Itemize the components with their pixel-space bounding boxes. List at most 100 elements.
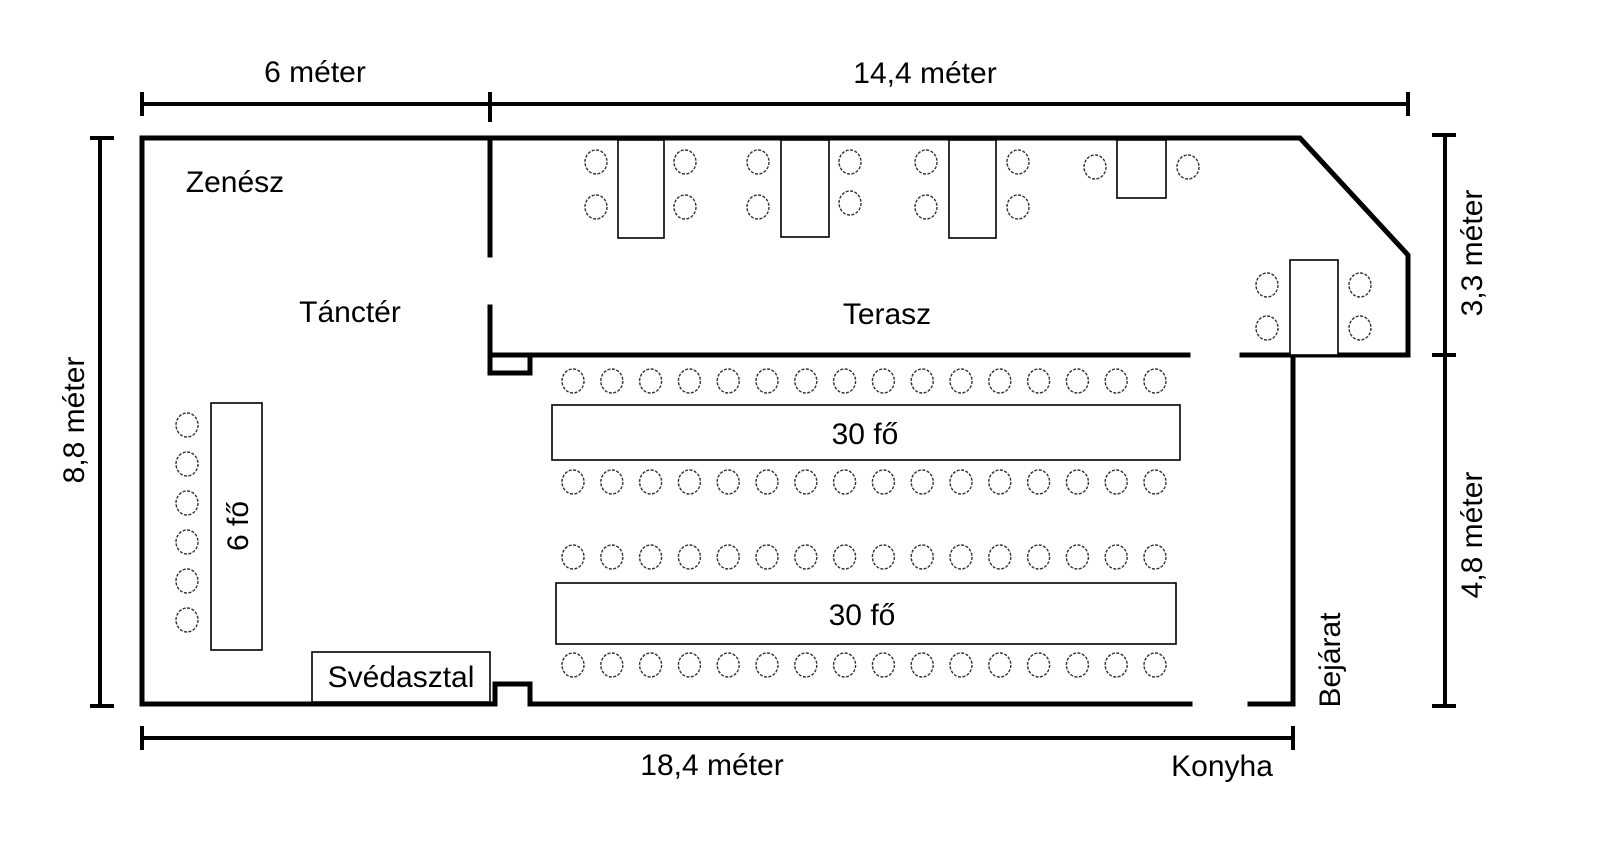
- chair: [1026, 544, 1051, 570]
- dim-right-top: 3,3 méter: [1456, 190, 1489, 317]
- chair: [584, 149, 608, 175]
- chair: [677, 469, 702, 495]
- chair: [638, 469, 663, 495]
- chair: [1006, 149, 1030, 175]
- chair: [561, 469, 585, 495]
- chair: [988, 368, 1012, 394]
- chair: [949, 368, 973, 394]
- chair: [1176, 154, 1200, 180]
- chair: [561, 544, 585, 570]
- chair: [561, 368, 585, 394]
- kitchen-label: Konyha: [1171, 750, 1273, 783]
- chair: [755, 368, 779, 394]
- chair: [755, 652, 779, 678]
- chairs: [175, 149, 1372, 678]
- chair: [871, 544, 896, 570]
- chair: [832, 469, 857, 495]
- chair: [794, 652, 818, 678]
- chair: [755, 544, 779, 570]
- chair: [1026, 469, 1051, 495]
- chair: [1143, 469, 1167, 495]
- chair: [910, 469, 934, 495]
- chair: [673, 149, 697, 175]
- chair: [600, 652, 624, 678]
- chair: [1143, 368, 1167, 394]
- chair: [871, 652, 896, 678]
- chair: [910, 368, 934, 394]
- chair: [1143, 544, 1167, 570]
- long-table-1-label: 30 fő: [832, 418, 899, 451]
- dim-top-right: 14,4 méter: [853, 57, 996, 90]
- chair: [914, 149, 938, 175]
- chair: [988, 469, 1012, 495]
- chair: [1026, 652, 1051, 678]
- buffet-table: [311, 651, 491, 703]
- chair: [600, 544, 624, 570]
- chair: [638, 368, 663, 394]
- dim-right-bottom: 4,8 méter: [1456, 472, 1489, 599]
- chair: [910, 652, 934, 678]
- dim-top-left: 6 méter: [264, 56, 366, 89]
- chair: [838, 190, 862, 216]
- chair: [716, 544, 740, 570]
- side-table-label: 6 fő: [222, 501, 255, 551]
- chair: [1006, 194, 1030, 220]
- dimension-lines: [90, 92, 1456, 750]
- chair: [871, 368, 896, 394]
- chair: [755, 469, 779, 495]
- chair: [914, 194, 938, 220]
- chair: [794, 544, 818, 570]
- chair: [1348, 272, 1372, 298]
- chair: [1255, 315, 1279, 341]
- chair: [175, 490, 199, 516]
- chair: [1026, 368, 1051, 394]
- chair: [716, 652, 740, 678]
- chair: [716, 368, 740, 394]
- chair: [832, 544, 857, 570]
- chair: [746, 194, 770, 220]
- chair: [175, 607, 199, 633]
- side-table: [210, 402, 263, 651]
- chair: [1348, 315, 1372, 341]
- chair: [584, 194, 608, 220]
- chair: [949, 652, 973, 678]
- chair: [175, 529, 199, 555]
- terrace-label: Terasz: [843, 298, 931, 331]
- chair: [1104, 469, 1128, 495]
- chair: [600, 368, 624, 394]
- chair: [716, 469, 740, 495]
- chair: [838, 149, 862, 175]
- chair: [600, 469, 624, 495]
- chair: [746, 149, 770, 175]
- chair: [175, 451, 199, 477]
- chair: [1104, 368, 1128, 394]
- chair: [673, 194, 697, 220]
- chair: [1104, 544, 1128, 570]
- chair: [910, 544, 934, 570]
- chair: [794, 469, 818, 495]
- long-table-2: [555, 582, 1177, 645]
- chair: [638, 544, 663, 570]
- chair: [1065, 544, 1090, 570]
- chair: [949, 544, 973, 570]
- chair: [832, 368, 857, 394]
- chair: [832, 652, 857, 678]
- chair: [638, 652, 663, 678]
- chair: [1083, 154, 1107, 180]
- dance-floor-label: Tánctér: [299, 296, 401, 329]
- chair: [1065, 368, 1090, 394]
- chair: [871, 469, 896, 495]
- entrance-label: Bejárat: [1314, 612, 1347, 708]
- chair: [677, 544, 702, 570]
- terrace-tables: [617, 139, 1339, 356]
- chair: [561, 652, 585, 678]
- buffet-label: Svédasztal: [328, 661, 475, 694]
- chair: [794, 368, 818, 394]
- chair: [988, 544, 1012, 570]
- chair: [1104, 652, 1128, 678]
- chair: [949, 469, 973, 495]
- chair: [1065, 469, 1090, 495]
- musician-label: Zenész: [186, 166, 284, 199]
- chair: [677, 652, 702, 678]
